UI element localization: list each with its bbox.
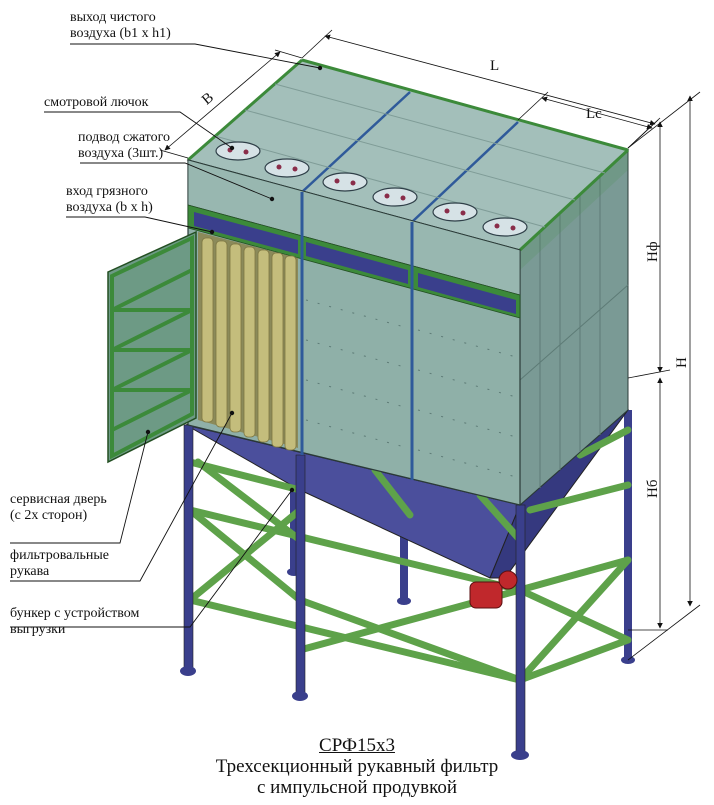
- service-door: [107, 230, 197, 464]
- dim-hopper-height: Hб: [645, 479, 661, 498]
- leg-feet-front: [180, 666, 529, 760]
- leader-lines: [10, 43, 321, 628]
- label-compressed-air: подвод сжатого воздуха (3шт.): [78, 130, 171, 161]
- label-clean-air-outlet: выход чистого воздуха (b1 x h1): [70, 10, 171, 41]
- dim-width: B: [199, 90, 217, 109]
- label-hopper: бункер с устройством выгрузки: [10, 606, 140, 637]
- label-inspection-hatch: смотровой лючок: [44, 95, 149, 110]
- dim-total-height: H: [674, 357, 690, 368]
- caption-line1: Трехсекционный рукавный фильтр: [215, 756, 499, 777]
- dimension-lines: [159, 29, 701, 661]
- label-dirty-air-inlet: вход грязного воздуха (b x h): [66, 184, 153, 215]
- leader-dots: [145, 65, 323, 493]
- bracing: [186, 426, 632, 684]
- caption-line2: с импульсной продувкой: [256, 777, 458, 798]
- discharge-valve: [469, 570, 518, 609]
- hatch-bolts: [227, 147, 516, 231]
- label-filter-bags: фильтровальные рукава: [10, 548, 109, 579]
- label-service-door: сервисная дверь (с 2х сторон): [10, 492, 107, 523]
- caption-model: СРФ15х3: [319, 735, 395, 756]
- dim-filter-height: Hф: [645, 241, 661, 262]
- dim-length: L: [490, 58, 499, 74]
- filter-bags: [198, 232, 298, 451]
- dim-section-length: Lc: [586, 106, 602, 122]
